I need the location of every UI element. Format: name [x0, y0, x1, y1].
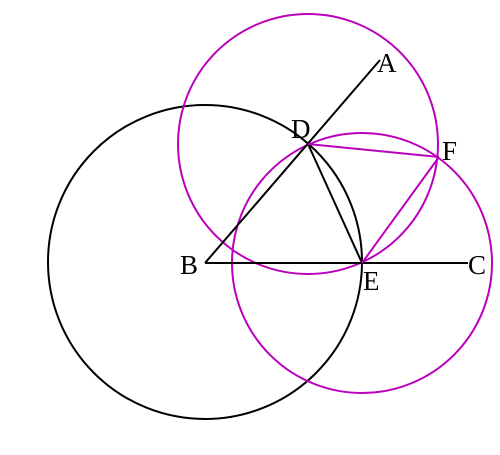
segment-df: [307, 143, 440, 158]
ray-ba: [204, 59, 381, 264]
label-point-c: C: [468, 250, 486, 280]
label-point-b: B: [180, 250, 198, 280]
circle-centered-d: [177, 13, 439, 275]
label-point-a: A: [377, 48, 397, 78]
segment-ef: [361, 156, 440, 264]
label-point-e: E: [363, 266, 380, 296]
label-point-d: D: [291, 114, 311, 144]
label-point-f: F: [442, 136, 457, 166]
segment-de: [307, 143, 363, 264]
